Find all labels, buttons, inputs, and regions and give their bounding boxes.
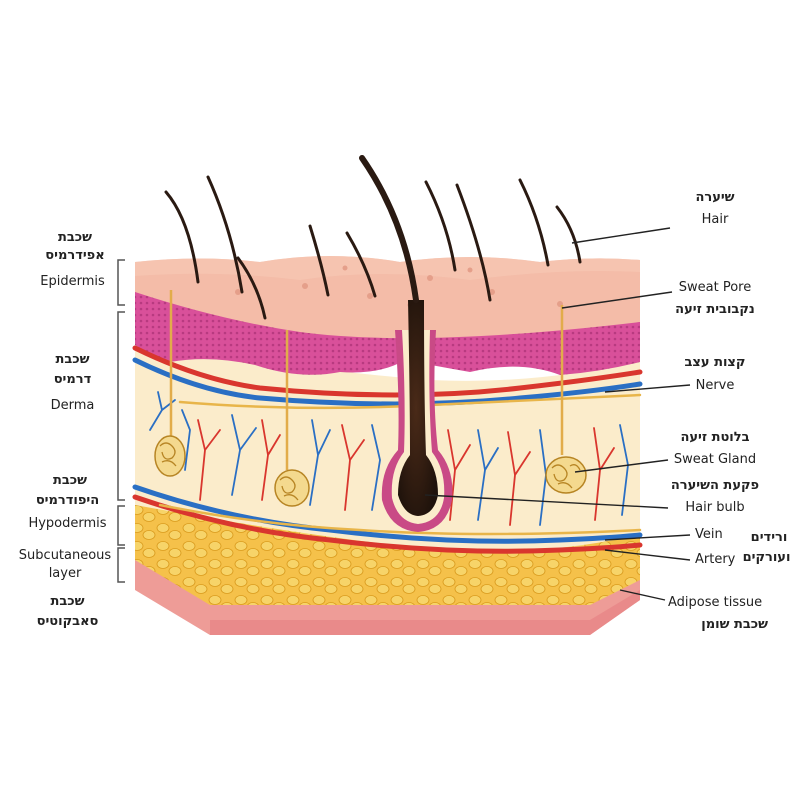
capillaries [149, 391, 629, 526]
derma-label: Derma [50, 398, 95, 413]
vessels-hebrew-line2: ועורקים [742, 550, 791, 565]
sweat-gland-hebrew-label: בלוטת זיעה [680, 430, 750, 445]
artery-label: Artery [695, 552, 736, 567]
hair-label: Hair [701, 212, 729, 227]
epidermis-hebrew-line2: אפידרמיס [45, 248, 105, 263]
hair-bulb-hebrew-label: פקעת השיערה [670, 478, 760, 493]
subcutaneous-hebrew-line2: סאבקוטיס [36, 614, 99, 629]
derma-hebrew-line2: דרמיס [53, 372, 92, 387]
sweat-gland-middle [274, 330, 310, 507]
sweat-gland-left [154, 290, 186, 477]
nerve-label: Nerve [695, 378, 735, 393]
nerve-hebrew-label: קצות עצב [684, 355, 746, 370]
subcutaneous-label-line1: Subcutaneous [18, 548, 112, 563]
sweat-pore-label: Sweat Pore [678, 280, 752, 295]
hair-hebrew-label: שיערה [695, 190, 735, 205]
hypodermis-hebrew-line1: שכבת [52, 473, 88, 488]
sweat-pore-hebrew-label: נקבובית זיעה [675, 302, 755, 317]
vessels-hebrew-line1: ורידים [750, 530, 788, 545]
subcutaneous-label-line2: layer [48, 566, 82, 581]
hairs [164, 155, 582, 320]
left-brackets [117, 259, 125, 583]
epidermis-hebrew-line1: שכבת [57, 230, 93, 245]
derma-hebrew-line1: שכבת [55, 352, 90, 367]
adipose-tissue-label: Adipose tissue [668, 595, 763, 610]
hypodermis-label: Hypodermis [28, 516, 107, 531]
epidermis-label: Epidermis [40, 274, 105, 289]
hair-bulb-label: Hair bulb [685, 500, 745, 515]
leader-lines [424, 227, 691, 601]
skin-surface [135, 256, 640, 339]
hypodermis-hebrew-line2: היפודרמיס [35, 493, 100, 508]
lower-vessels [132, 484, 643, 554]
hair-follicle [381, 300, 453, 532]
subcutaneous-hebrew-line1: שכבת [50, 594, 85, 609]
sweat-gland-label: Sweat Gland [673, 452, 757, 467]
sweat-gland-right [545, 305, 587, 494]
vein-label: Vein [695, 527, 723, 542]
epidermis-pink-layer [135, 285, 640, 375]
adipose-tissue-hebrew-label: שכבת שומן [701, 617, 768, 632]
